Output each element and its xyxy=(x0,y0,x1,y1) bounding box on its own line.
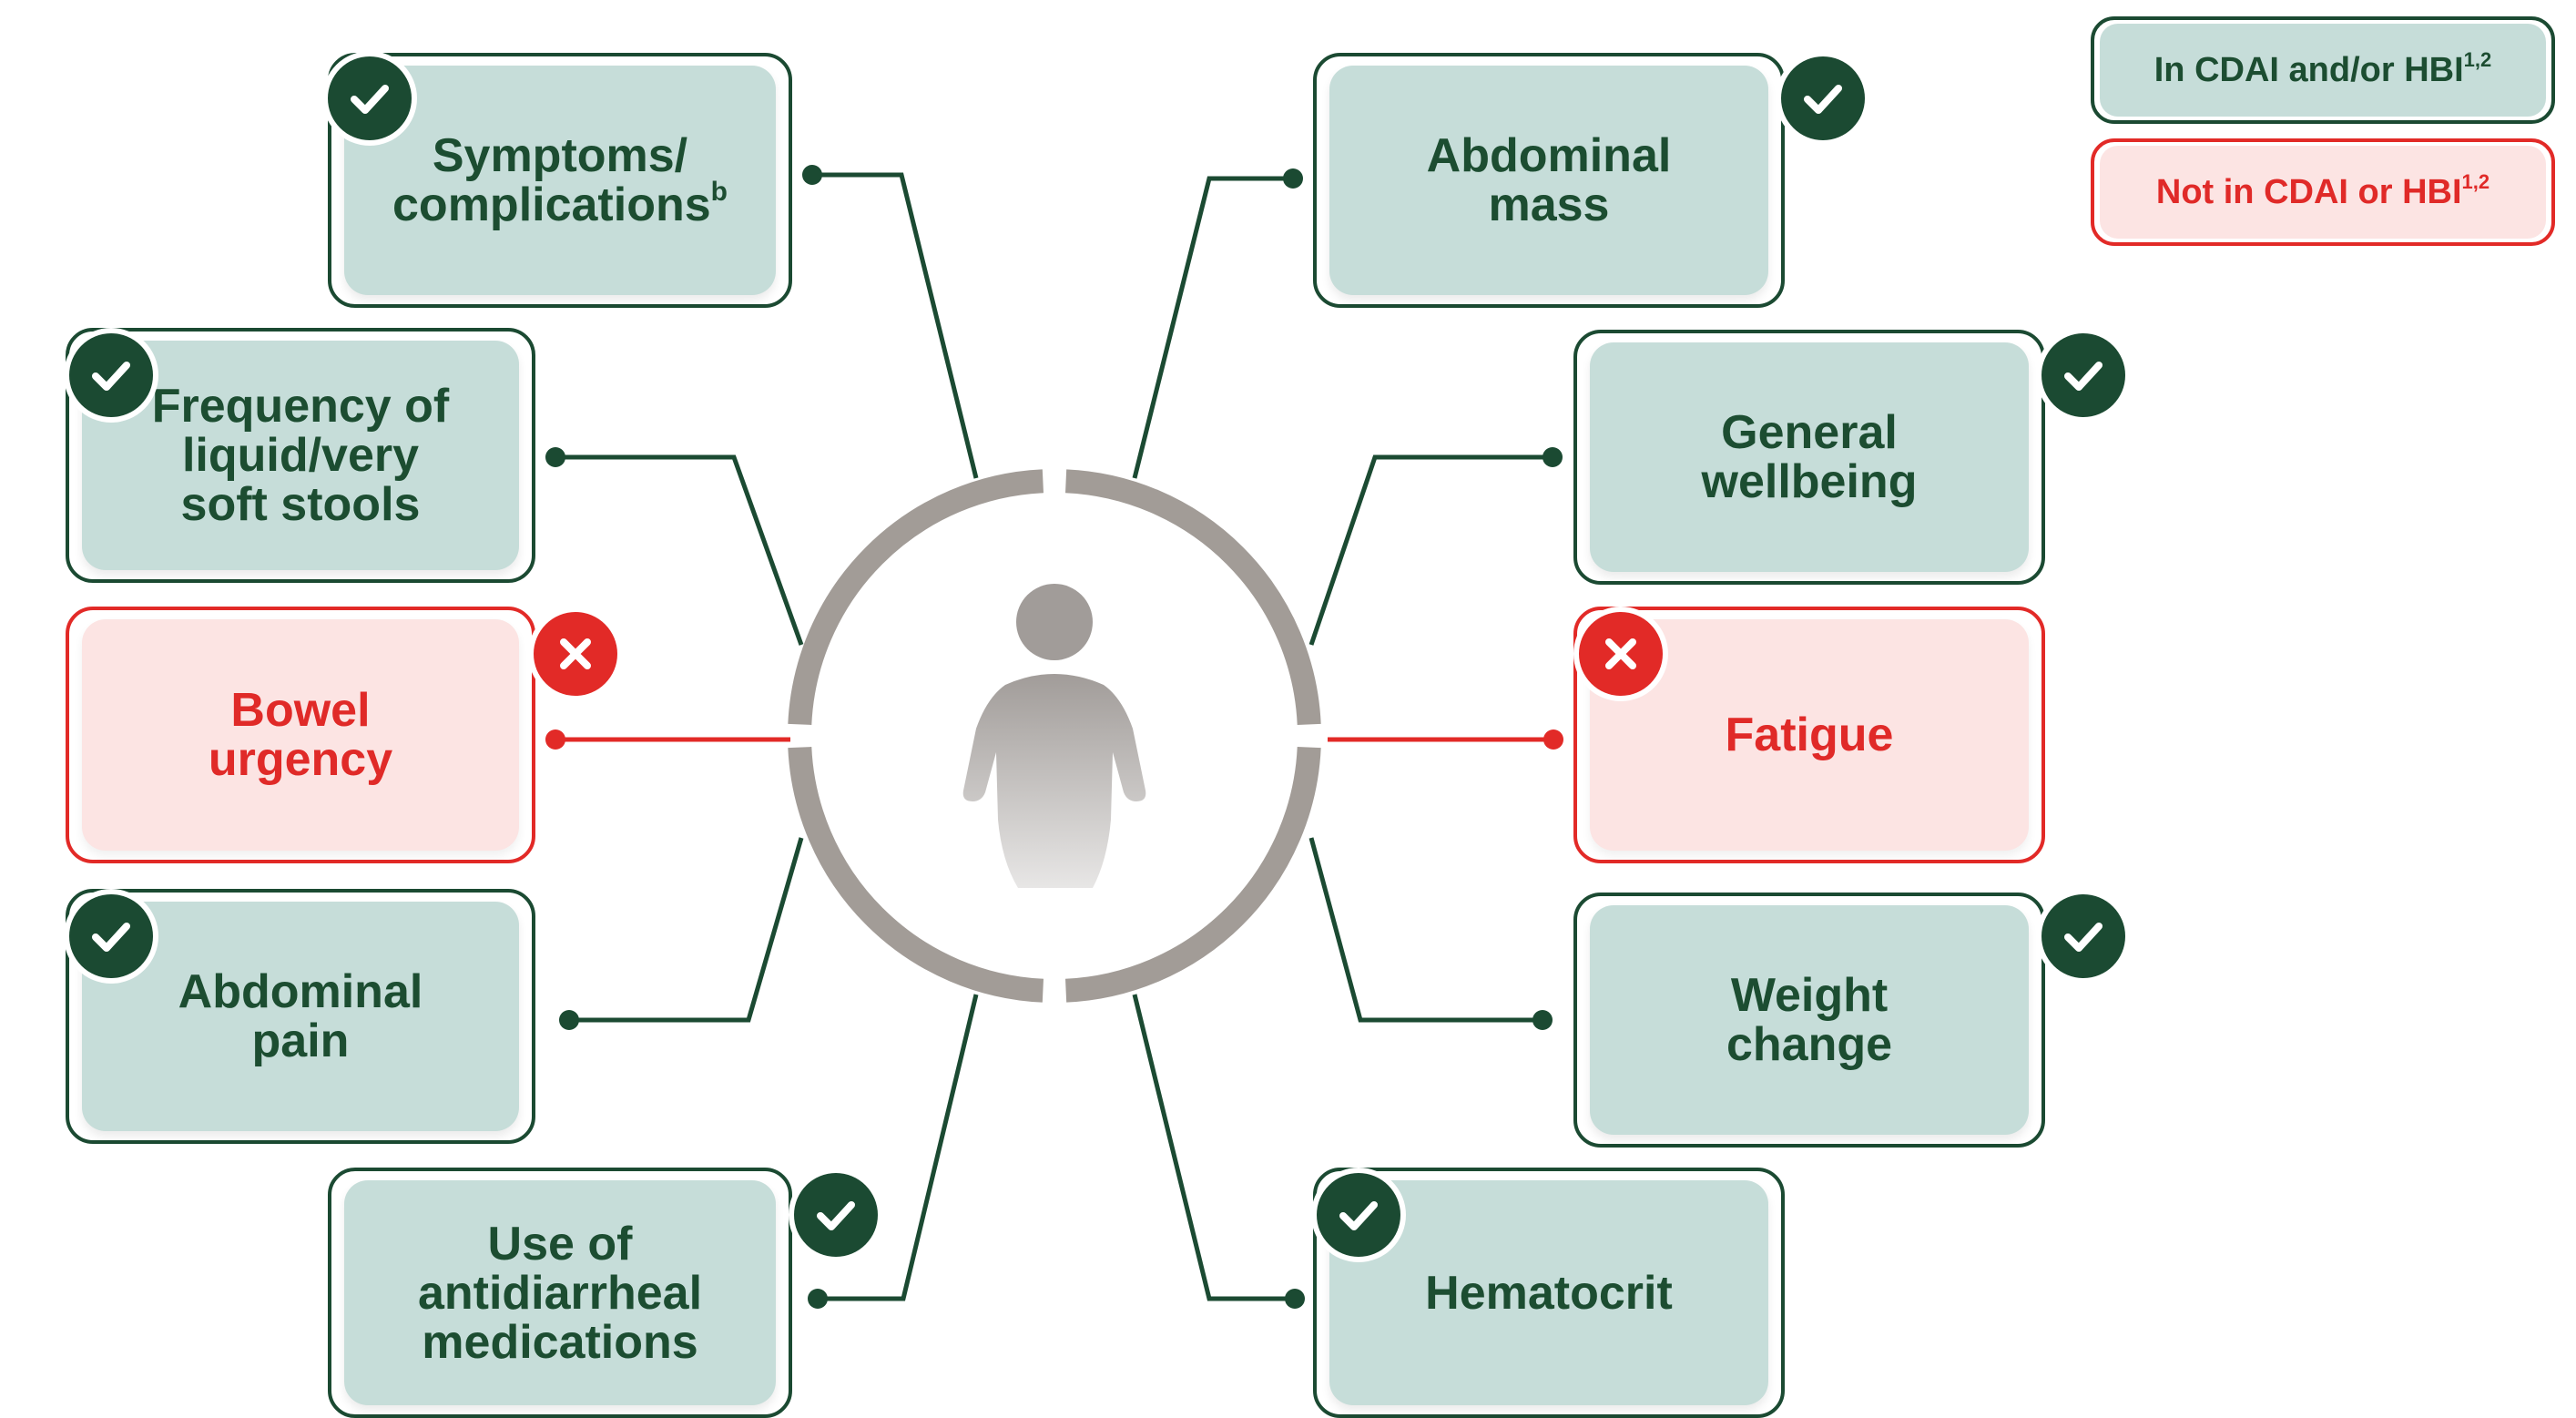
factor-label: Abdominal pain xyxy=(178,965,423,1067)
card-body: Hematocrit xyxy=(1329,1180,1768,1405)
factor-label: Use of antidiarrheal medications xyxy=(417,1217,703,1369)
card-body: Fatigue xyxy=(1590,619,2029,851)
legend-excluded: Not in CDAI or HBI1,2 xyxy=(2091,138,2555,246)
connector-dot-urgency xyxy=(545,729,565,750)
connector-abdominal-mass xyxy=(1132,176,1293,479)
factor-card-weight: Weight change xyxy=(1573,893,2045,1148)
factor-card-wellbeing: General wellbeing xyxy=(1573,330,2045,585)
factor-label: Weight change xyxy=(1726,969,1893,1071)
card-frame xyxy=(1313,53,1785,308)
card-body: Symptoms/ complicationsb xyxy=(344,66,776,295)
card-body: General wellbeing xyxy=(1590,342,2029,572)
check-icon xyxy=(69,333,153,417)
card-body: Frequency of liquid/very soft stools xyxy=(82,341,519,570)
check-icon xyxy=(1781,56,1865,140)
connector-dot-antidiarrheal xyxy=(808,1289,828,1309)
legend-included-label: In CDAI and/or HBI xyxy=(2153,50,2464,89)
connector-dot-fatigue xyxy=(1543,729,1563,750)
factor-label: General wellbeing xyxy=(1701,406,1918,508)
connector-symptoms xyxy=(812,172,979,479)
card-frame xyxy=(66,328,535,583)
factor-label: Frequency of liquid/very soft stools xyxy=(151,380,450,531)
check-icon xyxy=(328,56,412,140)
factor-footnote: b xyxy=(710,177,728,207)
card-frame xyxy=(328,53,792,308)
card-body: Abdominal mass xyxy=(1329,66,1768,295)
factor-card-frequency: Frequency of liquid/very soft stools xyxy=(66,328,535,583)
factor-card-antidiarrheal: Use of antidiarrheal medications xyxy=(328,1168,792,1418)
connector-abdominal-pain xyxy=(569,837,804,1023)
card-frame xyxy=(328,1168,792,1418)
legend-included-refs: 1,2 xyxy=(2463,47,2492,71)
factor-label: Symptoms/ complicationsb xyxy=(392,129,728,231)
card-body: Bowel urgency xyxy=(82,619,519,851)
hub-ring-segment xyxy=(1065,469,1321,725)
card-frame xyxy=(1573,893,2045,1148)
connector-dot-weight xyxy=(1532,1010,1553,1030)
connector-hematocrit xyxy=(1132,994,1295,1301)
connector-dot-abdominal-pain xyxy=(559,1010,579,1030)
connector-antidiarrheal xyxy=(818,994,979,1301)
connector-weight xyxy=(1308,837,1543,1023)
connector-wellbeing xyxy=(1308,454,1553,646)
card-body: Weight change xyxy=(1590,905,2029,1135)
check-icon xyxy=(69,894,153,978)
card-frame xyxy=(66,889,535,1144)
connector-dot-hematocrit xyxy=(1285,1289,1305,1309)
factor-card-abdominal-pain: Abdominal pain xyxy=(66,889,535,1144)
hub-ring-segment xyxy=(1065,747,1321,1003)
factor-label: Abdominal mass xyxy=(1426,129,1672,231)
legend-included: In CDAI and/or HBI1,2 xyxy=(2091,16,2555,124)
card-frame xyxy=(1573,330,2045,585)
check-icon xyxy=(2041,894,2125,978)
connector-dot-abdominal-mass xyxy=(1283,168,1303,189)
check-icon xyxy=(1317,1173,1400,1257)
factor-label: Bowel urgency xyxy=(208,684,393,786)
factor-card-abdominal-mass: Abdominal mass xyxy=(1313,53,1785,308)
factor-card-urgency: Bowel urgency xyxy=(66,607,535,863)
factor-card-hematocrit: Hematocrit xyxy=(1313,1168,1785,1418)
hub-ring-segment xyxy=(788,469,1044,725)
card-body: Use of antidiarrheal medications xyxy=(344,1180,776,1405)
card-frame xyxy=(1313,1168,1785,1418)
x-icon xyxy=(1579,612,1663,696)
factor-card-symptoms: Symptoms/ complicationsb xyxy=(328,53,792,308)
x-icon xyxy=(534,612,617,696)
card-body: Abdominal pain xyxy=(82,902,519,1131)
legend-excluded-label: Not in CDAI or HBI xyxy=(2155,172,2462,211)
card-frame xyxy=(1573,607,2045,863)
connector-dot-wellbeing xyxy=(1543,447,1563,467)
factor-label: Fatigue xyxy=(1725,709,1894,761)
factor-label: Hematocrit xyxy=(1425,1266,1673,1320)
hub-ring-segment xyxy=(788,747,1044,1003)
check-icon xyxy=(794,1173,878,1257)
check-icon xyxy=(2041,333,2125,417)
legend-excluded-refs: 1,2 xyxy=(2461,169,2490,193)
connector-frequency xyxy=(555,454,804,646)
factor-card-fatigue: Fatigue xyxy=(1573,607,2045,863)
card-frame xyxy=(66,607,535,863)
person-icon xyxy=(962,584,1146,888)
connector-dot-symptoms xyxy=(802,165,822,185)
connector-dot-frequency xyxy=(545,447,565,467)
